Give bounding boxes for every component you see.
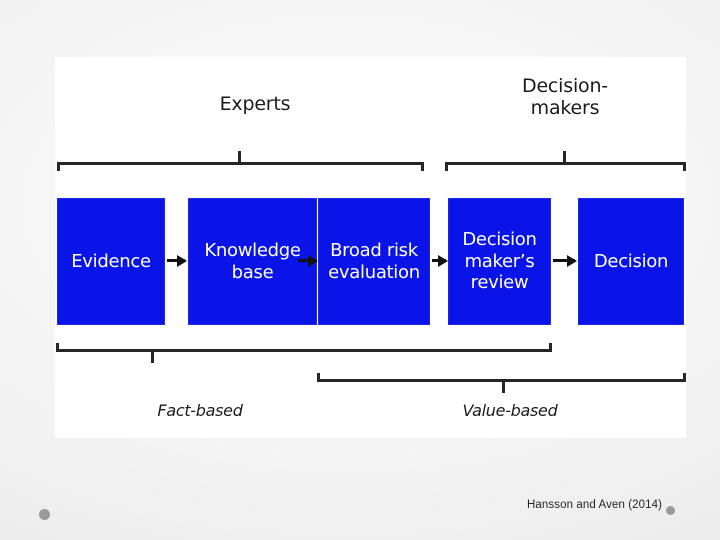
basis-label-value-based: Value-based — [462, 401, 558, 420]
basis-label-fact-based: Fact-based — [157, 401, 243, 420]
citation-text: Hansson and Aven (2014) — [527, 499, 663, 511]
process-box-broad-risk-evaluation[interactable]: Broad risk evaluation — [318, 198, 430, 325]
arrow-right-icon — [553, 254, 577, 267]
bracket-fact-based — [56, 343, 552, 363]
bracket-stem — [502, 382, 505, 393]
process-box-label: Decision — [593, 250, 669, 272]
arrow-right-icon — [167, 254, 187, 267]
bullet-dot-icon — [39, 509, 50, 520]
arrow-right-icon — [298, 254, 318, 267]
group-label-decision-makers: Decision- makers — [522, 75, 608, 120]
process-box-evidence[interactable]: Evidence — [57, 198, 165, 325]
figure-panel: Experts Decision- makers Evidence Knowle… — [55, 57, 686, 438]
process-box-knowledge-base[interactable]: Knowledge base — [188, 198, 317, 325]
process-box-label: Decision maker’s review — [462, 228, 537, 294]
process-box-decision-makers-review[interactable]: Decision maker’s review — [448, 198, 551, 325]
process-box-decision[interactable]: Decision — [578, 198, 684, 325]
process-box-label: Broad risk evaluation — [328, 239, 420, 283]
bracket-stem — [151, 352, 154, 363]
bullet-dot-icon — [666, 506, 675, 515]
bracket-stem — [563, 151, 566, 162]
process-flow-row: Evidence Knowledge base Broad risk evalu… — [55, 198, 686, 325]
bracket-decision-makers — [445, 151, 686, 171]
arrow-right-icon — [432, 254, 448, 267]
group-label-experts: Experts — [219, 93, 291, 115]
process-box-label: Knowledge base — [204, 239, 301, 283]
bracket-value-based — [317, 373, 686, 393]
bracket-stem — [238, 151, 241, 162]
process-box-label: Evidence — [71, 250, 151, 272]
bracket-experts — [57, 151, 424, 171]
